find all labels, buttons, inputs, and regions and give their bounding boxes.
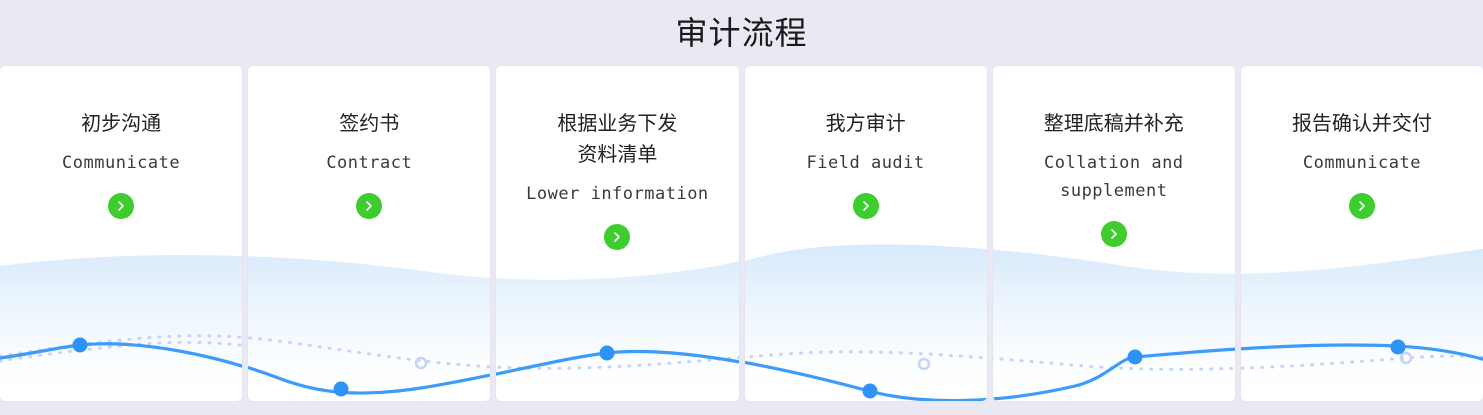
chevron-right-icon — [114, 199, 128, 213]
step-next-button[interactable] — [108, 193, 135, 219]
wave-fill-path — [248, 256, 491, 401]
step-title-en: Lower information — [526, 184, 709, 204]
solid-trend-line — [744, 360, 987, 401]
step-card-strip: 初步沟通 Communicate — [0, 66, 1483, 401]
step-title-en: Contract — [326, 153, 413, 173]
wave-fill-path — [992, 249, 1235, 401]
dotted-trend-line — [248, 336, 491, 369]
solid-trend-line — [0, 342, 243, 368]
data-point-marker — [599, 345, 615, 361]
step-next-button[interactable] — [604, 224, 631, 250]
step-title-cn: 签约书 — [339, 111, 400, 135]
solid-trend-line — [992, 347, 1235, 401]
step-title-en: Communicate — [62, 153, 181, 173]
dotted-trend-line — [992, 356, 1235, 371]
step-title-en: Field audit — [806, 153, 925, 173]
dotted-trend-line — [744, 350, 987, 360]
step-title-en: Communicate — [1302, 153, 1421, 173]
solid-trend-line — [248, 365, 491, 395]
data-point-marker — [1127, 349, 1143, 365]
step-card-5[interactable]: 整理底稿并补充 Collation and supplement — [992, 66, 1235, 401]
dotted-trend-line — [1240, 354, 1483, 370]
solid-trend-line — [496, 349, 739, 376]
data-point-marker — [333, 381, 349, 397]
chevron-right-icon — [1107, 227, 1121, 241]
chevron-right-icon — [362, 199, 376, 213]
dotted-trend-line — [0, 334, 243, 358]
dotted-line-marker — [1399, 351, 1413, 365]
step-card-6[interactable]: 报告确认并交付 Communicate — [1240, 66, 1483, 401]
wave-fill-path — [1240, 248, 1483, 401]
step-card-2[interactable]: 签约书 Contract — [248, 66, 491, 401]
data-point-marker — [1390, 339, 1406, 355]
data-point-marker — [862, 383, 878, 399]
step-title-cn: 我方审计 — [825, 111, 906, 135]
step-title-cn: 整理底稿并补充 — [1043, 111, 1184, 135]
wave-fill-path — [0, 255, 243, 401]
dotted-trend-line — [496, 356, 739, 370]
dotted-line-marker — [917, 357, 930, 371]
wave-fill-path — [496, 261, 739, 401]
step-card-1[interactable]: 初步沟通 Communicate — [0, 66, 243, 401]
dotted-line-marker — [414, 356, 428, 370]
step-card-4[interactable]: 我方审计 Field audit — [744, 66, 987, 401]
data-point-marker — [72, 337, 88, 353]
step-title-cn: 报告确认并交付 — [1291, 111, 1432, 135]
chevron-right-icon — [610, 230, 624, 244]
wave-fill-path — [744, 244, 987, 401]
step-next-button[interactable] — [356, 193, 383, 219]
page-title: 审计流程 — [675, 15, 808, 51]
step-title-cn: 初步沟通 — [81, 111, 162, 135]
step-next-button[interactable] — [1348, 193, 1375, 219]
step-title-en: Collation and supplement — [1043, 153, 1184, 201]
step-title-cn: 根据业务下发 资料清单 — [557, 111, 678, 166]
step-next-button[interactable] — [1100, 221, 1127, 247]
solid-trend-line — [1240, 343, 1483, 361]
chevron-right-icon — [859, 199, 873, 213]
step-card-3[interactable]: 根据业务下发 资料清单 Lower information — [496, 66, 739, 401]
dotted-trend-line-lead — [0, 340, 243, 363]
chevron-right-icon — [1355, 199, 1369, 213]
step-next-button[interactable] — [852, 193, 879, 219]
